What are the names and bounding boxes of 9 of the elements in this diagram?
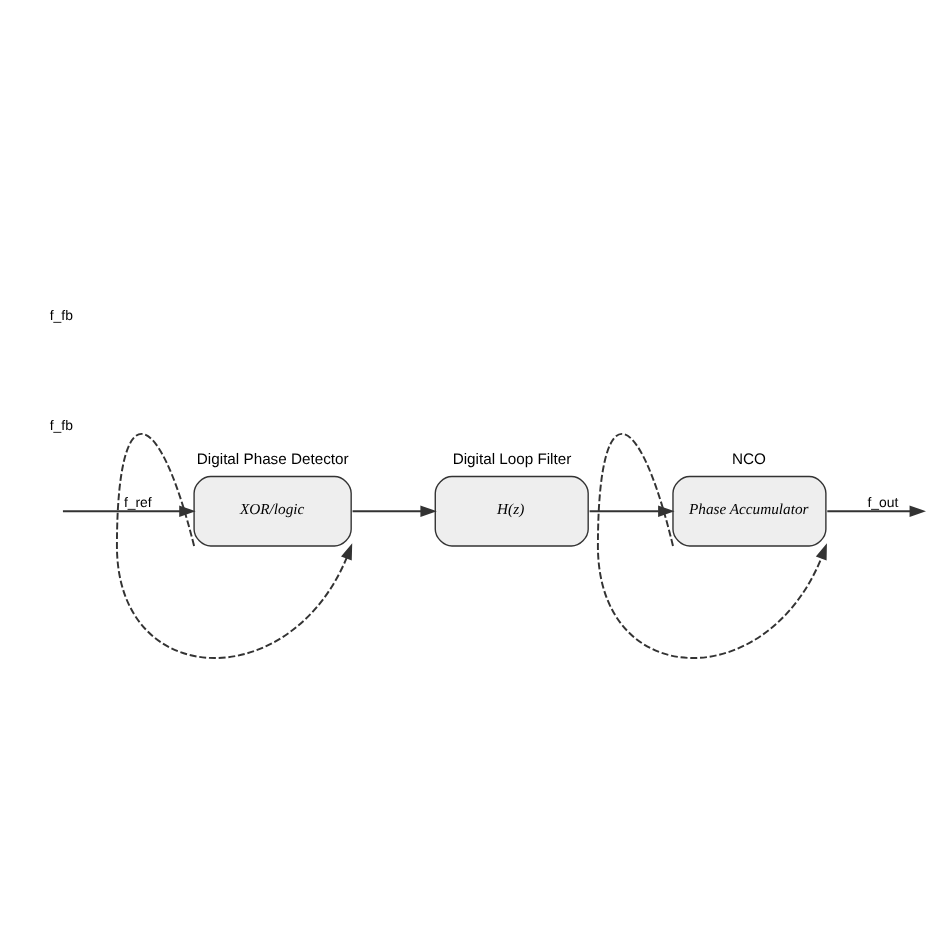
node-label: NCO <box>732 448 766 467</box>
arrow <box>596 431 827 658</box>
arrow <box>61 504 196 516</box>
arrow <box>826 504 926 516</box>
node-label: Digital Phase Detector <box>196 448 349 467</box>
arrow <box>351 504 437 516</box>
arrow <box>588 504 675 516</box>
node-label: Digital Loop Filter <box>452 448 572 467</box>
arrow <box>115 431 353 658</box>
